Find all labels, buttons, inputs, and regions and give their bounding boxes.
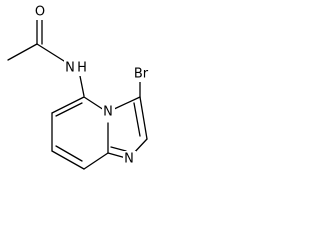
bond-c5-c6-double-b	[55, 102, 83, 117]
amide-nitrogen-label: N	[65, 61, 75, 76]
amide-label-bg	[64, 60, 88, 76]
bond-c5-c6-double-a	[51, 96, 85, 114]
bond-methyl-carbonyl	[7, 43, 38, 61]
bond-c8-c8a	[83, 152, 109, 170]
bromine-label-bg	[130, 66, 152, 82]
imidazole-nitrogen-label: N	[124, 152, 134, 167]
bridge-nitrogen-label: N	[103, 105, 113, 120]
bond-nh-ring	[79, 75, 85, 97]
imidazole-nitrogen-label-bg	[123, 151, 136, 167]
chemical-structure-diagram: O N H Br N N	[7, 5, 152, 170]
oxygen-label-bg	[34, 6, 47, 20]
bond-c7-c8-double-a	[51, 150, 85, 170]
bond-c3-c2-double-b	[133, 102, 141, 137]
bond-c5-n4	[83, 96, 105, 111]
structure-canvas: O N H Br N N	[0, 0, 172, 192]
bromine-label: Br	[134, 67, 149, 82]
bridge-nitrogen-label-bg	[102, 104, 115, 120]
bond-carbonyl-nh	[36, 43, 65, 62]
amide-hydrogen-label: H	[77, 61, 87, 76]
bond-c8a-n1-b	[110, 146, 127, 152]
bond-c3-c2-double-a	[139, 96, 148, 140]
bond-c7-c8-double-b	[55, 145, 83, 162]
bond-n4-c3	[111, 96, 141, 111]
oxygen-label: O	[35, 5, 45, 20]
